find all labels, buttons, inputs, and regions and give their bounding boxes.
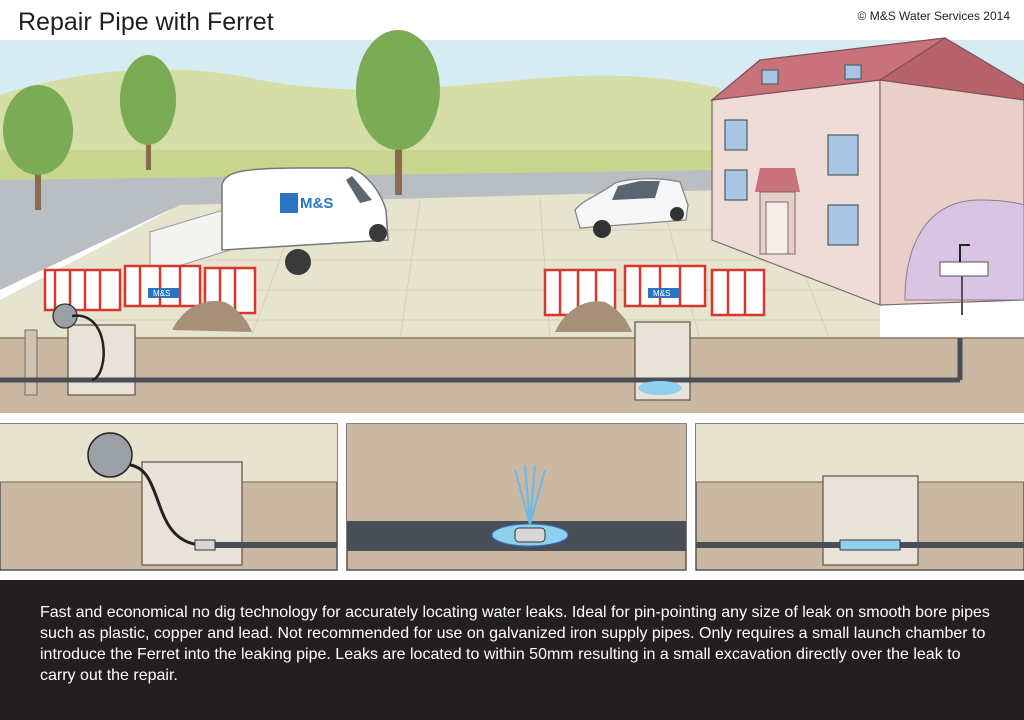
tree-middle-left [120, 55, 176, 170]
page-title: Repair Pipe with Ferret [18, 8, 274, 36]
panel-leak-location [346, 423, 687, 571]
house [710, 37, 1024, 315]
barriers-left [43, 264, 257, 315]
van-logo: M&S [300, 195, 333, 212]
copyright-notice: © M&S Water Services 2014 [857, 9, 1010, 23]
barrier-tag-left-box [148, 288, 180, 298]
road [0, 170, 720, 290]
panel-launch-chamber [0, 423, 338, 571]
ferret-reel-top [52, 303, 105, 382]
soil-cross-section [0, 338, 1024, 413]
panel-repaired-pipe [695, 423, 1024, 571]
car [574, 178, 689, 238]
barrier-tag-right: M&S [653, 289, 670, 298]
barrier-tag-left: M&S [153, 289, 170, 298]
van: M&S [221, 167, 389, 275]
leak-water-puddle [638, 381, 682, 395]
stop-tap-post [24, 329, 38, 396]
barrier-tag-right-box [648, 288, 680, 298]
description-text: Fast and economical no dig technology fo… [40, 604, 990, 684]
spoil-heap-right [555, 301, 632, 332]
caption-panel [0, 580, 1024, 720]
spoil-heap-left [172, 300, 252, 332]
sink [939, 261, 989, 277]
tree-middle [356, 30, 440, 195]
tree-left [3, 85, 73, 210]
